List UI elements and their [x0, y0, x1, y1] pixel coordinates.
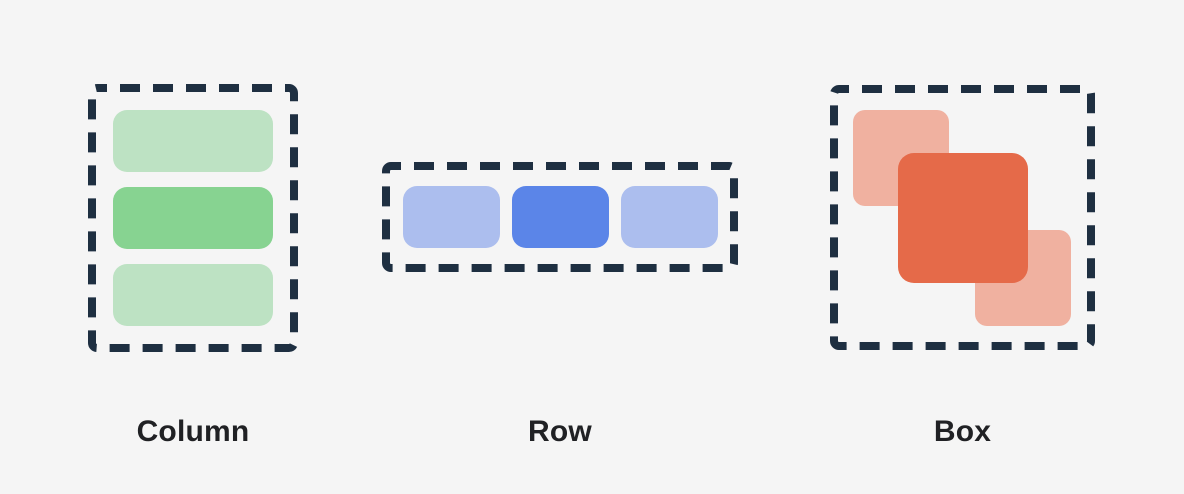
column-child-block-2	[113, 187, 273, 249]
row-child-block-1	[403, 186, 500, 248]
column-child-block-3	[113, 264, 273, 326]
column-diagram	[88, 84, 298, 352]
column-label: Column	[136, 415, 250, 448]
column-child-block-1	[113, 110, 273, 172]
box-diagram	[830, 85, 1095, 350]
box-stacked-square-front	[898, 153, 1028, 283]
row-label: Row	[528, 415, 592, 448]
column-dashed-border	[88, 84, 298, 352]
row-child-block-2	[512, 186, 609, 248]
row-diagram	[382, 162, 738, 272]
box-label: Box	[933, 415, 992, 448]
row-child-block-3	[621, 186, 718, 248]
row-dashed-border	[382, 162, 738, 272]
box-dashed-border	[830, 85, 1095, 350]
